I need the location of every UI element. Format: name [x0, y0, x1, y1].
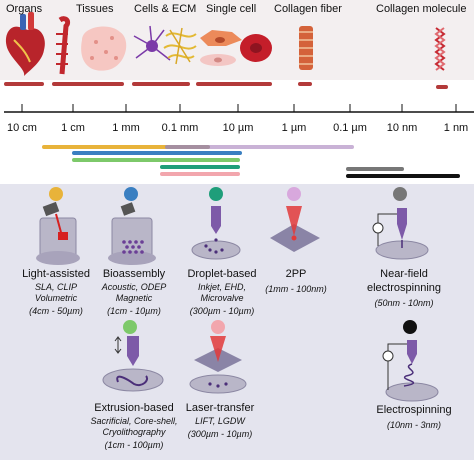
electrospinning-device-icon	[382, 340, 439, 402]
method-name-extrusion-based: Extrusion-based	[94, 402, 174, 414]
scale-range-bars	[4, 82, 448, 89]
method-detail: Cryolithography	[102, 427, 166, 437]
near-field-marker	[393, 187, 407, 201]
light-assisted-device-icon	[36, 201, 80, 265]
method-range: (1cm - 10µm)	[107, 306, 161, 316]
method-name-light-assisted: Light-assisted	[22, 268, 90, 280]
near-field-device-icon	[372, 208, 429, 260]
collagen-molecule-icon	[434, 27, 446, 71]
electrospinning-marker	[403, 320, 417, 334]
collagen-fiber-icon	[299, 26, 313, 70]
tick-label: 1 mm	[112, 122, 140, 134]
scale-label-organs: Organs	[6, 3, 43, 15]
scale-label-single-cell: Single cell	[206, 3, 257, 15]
method-detail: Acoustic, ODEP	[101, 282, 167, 292]
methods-panel	[0, 184, 474, 460]
cells-range-bar	[132, 82, 190, 86]
method-name-laser-transfer: Laser-transfer	[185, 402, 255, 414]
tick-label: 1 µm	[281, 122, 307, 134]
2pp-marker	[287, 187, 301, 201]
method-detail: SLA, CLIP	[34, 282, 78, 292]
droplet-device-icon	[191, 206, 241, 260]
2pp-device-icon	[270, 206, 320, 252]
tick-label: 10 µm	[222, 122, 254, 134]
method-name-bioassembly: Bioassembly	[102, 268, 166, 280]
laser-transfer-range-bar	[160, 172, 240, 176]
tissues-range-bar	[52, 82, 124, 86]
method-detail: Inkjet, EHD,	[197, 282, 247, 292]
near-field-range-bar	[346, 167, 404, 171]
scale-label-collagen-molecule: Collagen molecule	[376, 3, 467, 15]
method-range: (300µm - 10µm)	[189, 306, 255, 316]
heart-icon	[5, 12, 45, 77]
range-overlap	[165, 145, 210, 149]
bioassembly-device-icon	[108, 202, 156, 265]
laser-transfer-marker	[211, 320, 225, 334]
tick-label: 10 nm	[386, 122, 418, 134]
method-range: (1cm - 100µm)	[104, 440, 164, 450]
tick-label: 0.1 µm	[333, 122, 367, 134]
droplet-marker	[209, 187, 223, 201]
method-range: (50nm - 10nm)	[374, 298, 434, 308]
scale-label-collagen-fiber: Collagen fiber	[274, 3, 342, 15]
neuron-icon	[133, 25, 171, 61]
method-detail: LIFT, LGDW	[195, 416, 245, 426]
electrospinning-range-bar	[346, 174, 460, 178]
method-detail: Microvalve	[200, 293, 244, 303]
method-range: (10nm - 3nm)	[386, 420, 442, 430]
bioassembly-range-bar	[72, 151, 242, 155]
tick-label: 10 cm	[7, 122, 37, 134]
method-detail: Magnetic	[115, 293, 153, 303]
tick-label: 1 nm	[443, 122, 469, 134]
red-blood-cell-icon	[240, 34, 272, 62]
method-detail: Volumetric	[34, 293, 78, 303]
method-name-droplet-based: Droplet-based	[187, 268, 257, 280]
light-assisted-marker	[49, 187, 63, 201]
method-name-near-field: Near-field	[380, 268, 428, 280]
collagen-molecule-range-bar	[436, 85, 448, 89]
single-cell-icon	[200, 30, 242, 66]
method-range: (300µm - 10µm)	[187, 429, 253, 439]
method-range: (1mm - 100nm)	[265, 284, 327, 294]
tick-label: 1 cm	[61, 122, 85, 134]
ecm-fibers-icon	[163, 27, 197, 65]
extrusion-marker	[123, 320, 137, 334]
bioassembly-marker	[124, 187, 138, 201]
method-name-2pp: 2PP	[285, 268, 307, 280]
method-name-near-field-line2: electrospinning	[367, 282, 441, 294]
organs-range-bar	[4, 82, 44, 86]
scale-label-cells-ecm: Cells & ECM	[134, 3, 197, 15]
method-range: (4cm - 50µm)	[29, 306, 83, 316]
extrusion-range-bar	[72, 158, 240, 162]
scale-label-tissues: Tissues	[76, 3, 114, 15]
tick-label: 0.1 mm	[161, 122, 199, 134]
droplet-range-bar	[160, 165, 240, 169]
method-detail: Sacrificial, Core-shell,	[90, 416, 178, 426]
tissue-icon	[81, 26, 127, 71]
laser-transfer-device-icon	[189, 336, 247, 394]
2pp-range-bar	[168, 145, 354, 149]
method-name-electrospinning: Electrospinning	[376, 404, 452, 416]
method-markers	[49, 187, 417, 334]
method-range-bars	[42, 145, 460, 178]
single-cell-range-bar	[196, 82, 272, 86]
length-axis	[4, 104, 474, 113]
collagen-fiber-range-bar	[298, 82, 312, 86]
blood-vessel-icon	[56, 16, 71, 75]
extrusion-device-icon	[102, 336, 164, 392]
